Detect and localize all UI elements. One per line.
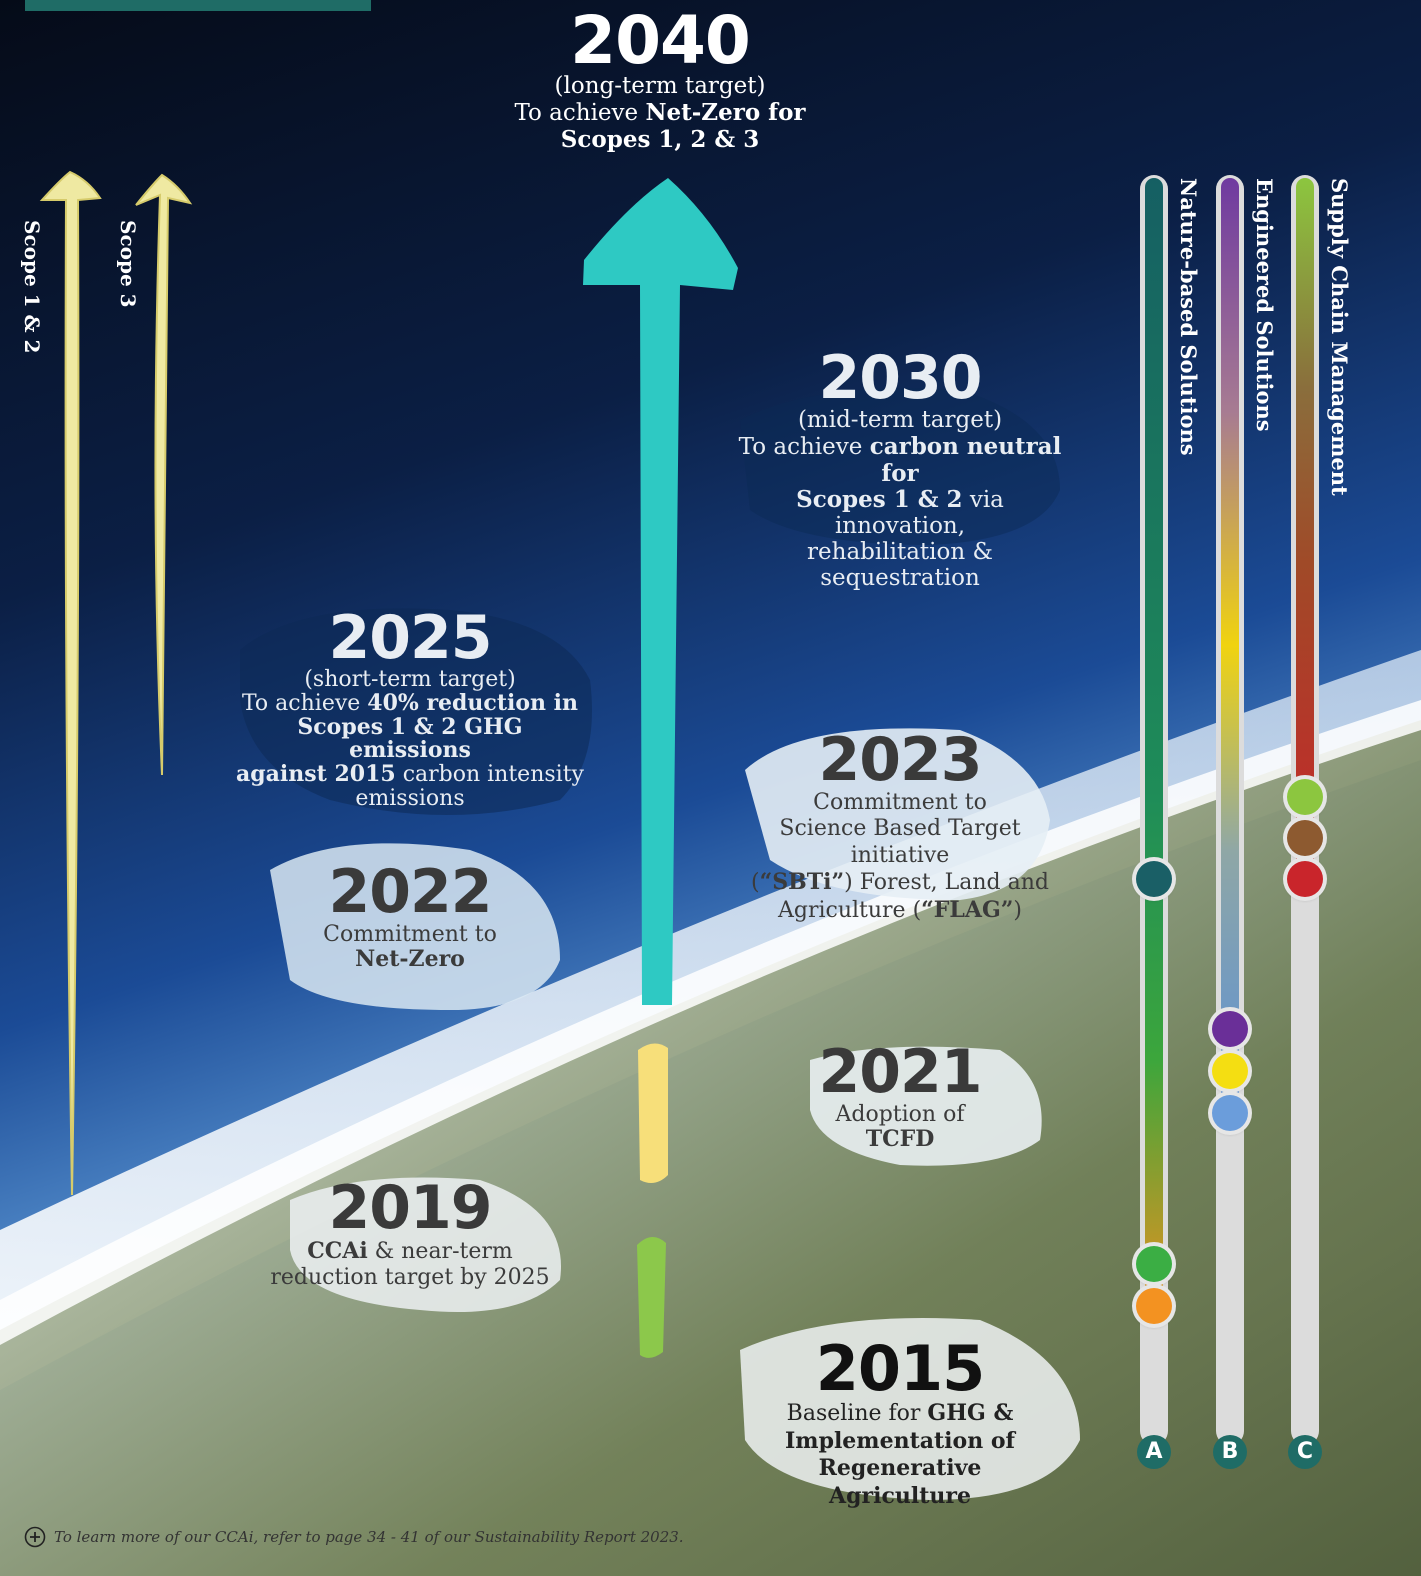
- pillar-b-badge: B: [1213, 1435, 1247, 1469]
- milestone-2022-line1: Commitment to: [323, 922, 497, 947]
- milestone-2030-line4: rehabilitation & sequestration: [807, 538, 993, 591]
- milestone-2021-tcfd: TCFD: [865, 1126, 935, 1153]
- milestone-2019: 2019 CCAi & near-term reduction target b…: [255, 1178, 565, 1292]
- year-2022: 2022: [328, 857, 493, 927]
- year-2040: 2040: [570, 2, 751, 79]
- milestone-2015: 2015 Baseline for GHG & Implementation o…: [745, 1338, 1055, 1510]
- year-2023: 2023: [818, 725, 983, 795]
- milestone-2030-scopes: Scopes 1 & 2: [796, 486, 963, 514]
- milestone-2023: 2023 Commitment to Science Based Target …: [735, 730, 1065, 924]
- pillar-b-label: Engineered Solutions: [1252, 178, 1277, 432]
- pillar-c-dot-brown: [1287, 820, 1323, 856]
- milestone-2040-bold: Net-Zero for: [645, 98, 806, 126]
- milestone-2019-ccai: CCAi: [307, 1238, 368, 1264]
- milestone-2025-line1: (short-term target): [304, 667, 516, 692]
- milestone-2019-line1: & near-term: [367, 1239, 513, 1264]
- milestone-2040-scopes: Scopes 1, 2 & 3: [560, 125, 760, 153]
- milestone-2021-line1: Adoption of: [835, 1102, 965, 1127]
- milestone-2030: 2030 (mid-term target) To achieve carbon…: [735, 348, 1065, 591]
- year-2030: 2030: [818, 343, 983, 413]
- milestone-2023-sbti: “SBTi”: [759, 869, 845, 896]
- pillar-a-dot-green: [1136, 1246, 1172, 1282]
- milestone-2030-line3: via innovation,: [834, 487, 1004, 539]
- footer-note: To learn more of our CCAi, refer to page…: [24, 1526, 684, 1548]
- milestone-2025: 2025 (short-term target) To achieve 40% …: [235, 608, 585, 811]
- pillar-a-badge: A: [1137, 1435, 1171, 1469]
- pillar-c-badge: C: [1288, 1435, 1322, 1469]
- milestone-2019-line2: reduction target by 2025: [270, 1265, 550, 1291]
- scope-3-label: Scope 3: [116, 220, 140, 308]
- pillar-c-dot-red: [1287, 861, 1323, 897]
- milestone-2030-line2: To achieve: [738, 433, 870, 460]
- milestone-2023-line3: ) Forest, Land and: [844, 870, 1049, 896]
- milestone-2040-line1: (long-term target): [554, 73, 766, 99]
- milestone-2023-line2: Science Based Target initiative: [779, 816, 1021, 868]
- milestone-2025-bold: 40% reduction in: [367, 689, 579, 716]
- pillar-c-label: Supply Chain Management: [1327, 178, 1352, 496]
- milestone-2015-regen: Regenerative Agriculture: [818, 1455, 982, 1509]
- pillar-a-dot-orange: [1136, 1288, 1172, 1324]
- milestone-2015-line1: Baseline for: [786, 1401, 928, 1426]
- milestone-2023-line4: Agriculture (: [777, 897, 922, 923]
- milestone-2022: 2022 Commitment to Net-Zero: [260, 862, 560, 973]
- pillar-b-dot-yellow: [1212, 1053, 1248, 1089]
- milestone-2025-line4: carbon intensity: [395, 762, 584, 787]
- milestone-2025-line2: To achieve: [241, 690, 368, 716]
- milestone-2023-flag: “FLAG”: [921, 896, 1014, 923]
- pillar-b-dot-blue: [1212, 1095, 1248, 1131]
- milestone-2025-against: against 2015: [236, 761, 396, 787]
- milestone-2025-scopes: Scopes 1 & 2 GHG emissions: [297, 713, 523, 764]
- scope-1-2-label: Scope 1 & 2: [20, 220, 44, 354]
- milestone-2015-implementation: Implementation of: [785, 1427, 1015, 1454]
- year-2021: 2021: [818, 1037, 983, 1107]
- footer-text: To learn more of our CCAi, refer to page…: [54, 1528, 684, 1546]
- milestone-2040-line2: To achieve: [514, 99, 646, 126]
- pillar-c-dot-green: [1287, 779, 1323, 815]
- milestone-2025-line5: emissions: [355, 785, 465, 811]
- milestone-2030-line1: (mid-term target): [797, 407, 1003, 433]
- milestone-2030-bold: carbon neutral for: [869, 432, 1062, 487]
- pillar-b-dot-purple: [1212, 1011, 1248, 1047]
- milestone-2022-netzero: Net-Zero: [355, 946, 465, 973]
- milestone-2015-ghg: GHG &: [927, 1400, 1014, 1426]
- year-2019: 2019: [328, 1173, 493, 1243]
- milestone-2023-paren: (: [751, 870, 760, 896]
- milestone-2021: 2021 Adoption of TCFD: [750, 1042, 1050, 1153]
- milestone-2040: 2040 (long-term target) To achieve Net-Z…: [500, 8, 820, 153]
- pillar-a-label: Nature-based Solutions: [1176, 178, 1201, 456]
- milestone-2023-close: ): [1013, 897, 1023, 923]
- year-2025: 2025: [328, 603, 493, 673]
- pillar-a-dot-teal: [1136, 861, 1172, 897]
- year-2015: 2015: [815, 1332, 986, 1405]
- milestone-2023-line1: Commitment to: [813, 790, 987, 815]
- plus-circle-icon: [24, 1526, 46, 1548]
